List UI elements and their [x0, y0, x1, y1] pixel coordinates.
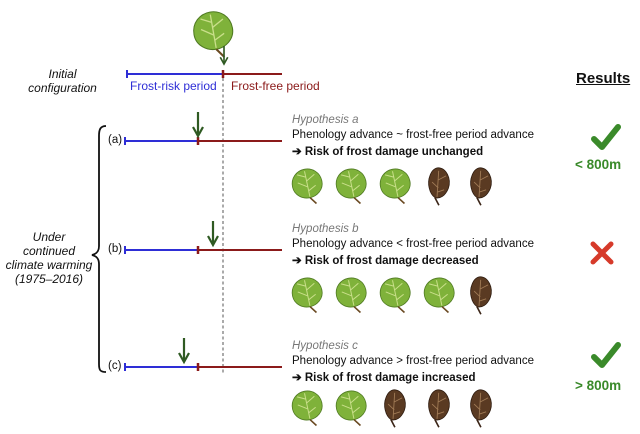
- timeline-b: [124, 246, 282, 254]
- initial-label-line2: configuration: [28, 81, 97, 95]
- initial-timeline: [126, 70, 282, 78]
- initial-label: Initial configuration: [10, 67, 115, 95]
- healthy-leaf-icon: [288, 274, 328, 318]
- hypothesis-b-risk: ➔ Risk of frost damage decreased: [292, 253, 479, 267]
- result-a-label: < 800m: [575, 157, 622, 172]
- timeline-c: [124, 363, 282, 371]
- arrow-a-icon: [191, 110, 205, 138]
- arrow-right-icon: ➔: [292, 146, 305, 158]
- healthy-leaf-icon: [420, 274, 460, 318]
- hypothesis-b-risk-text: Risk of frost damage decreased: [304, 255, 479, 267]
- top-leaf-icon: [189, 7, 239, 63]
- warming-label-line4: (1975–2016): [14, 272, 84, 286]
- damaged-leaf-icon: [424, 165, 453, 208]
- row-label-b: (b): [108, 243, 123, 255]
- check-icon: [591, 342, 621, 368]
- hypothesis-c-risk: ➔ Risk of frost damage increased: [292, 370, 476, 384]
- healthy-leaf-icon: [332, 165, 372, 209]
- warming-label-line1: Under: [32, 230, 66, 244]
- hypothesis-b-title: Hypothesis b: [292, 223, 359, 235]
- arrow-right-icon: ➔: [292, 372, 305, 384]
- damaged-leaf-icon: [424, 387, 453, 430]
- leaves-row-c: [288, 387, 495, 431]
- healthy-leaf-icon: [332, 274, 372, 318]
- frost-free-label: Frost-free period: [231, 79, 320, 93]
- initial-label-line1: Initial: [48, 67, 77, 81]
- hypothesis-b-statement: Phenology advance < frost-free period ad…: [292, 238, 534, 250]
- damaged-leaf-icon: [466, 274, 495, 317]
- timeline-a: [124, 137, 282, 145]
- leaves-row-b: [288, 274, 495, 318]
- damaged-leaf-icon: [380, 387, 409, 430]
- warming-label: Under continued climate warming (1975–20…: [4, 230, 94, 286]
- hypothesis-a-statement: Phenology advance ~ frost-free period ad…: [292, 129, 534, 141]
- result-c-label: > 800m: [575, 378, 622, 393]
- healthy-leaf-icon: [376, 274, 416, 318]
- arrow-c-icon: [177, 336, 191, 364]
- leaves-row-a: [288, 165, 495, 209]
- arrow-right-icon: ➔: [292, 255, 305, 267]
- row-label-a: (a): [108, 134, 123, 146]
- healthy-leaf-icon: [288, 387, 328, 431]
- warming-label-line2: continued: [22, 244, 76, 258]
- row-label-c: (c): [108, 360, 122, 372]
- arrow-b-icon: [206, 219, 220, 247]
- hypothesis-c-title: Hypothesis c: [292, 340, 358, 352]
- frost-risk-label: Frost-risk period: [130, 79, 217, 93]
- damaged-leaf-icon: [466, 387, 495, 430]
- check-icon: [591, 124, 621, 150]
- warming-label-line3: climate warming: [5, 258, 93, 272]
- healthy-leaf-icon: [332, 387, 372, 431]
- results-header: Results: [576, 70, 631, 87]
- damaged-leaf-icon: [466, 165, 495, 208]
- healthy-leaf-icon: [288, 165, 328, 209]
- cross-icon: [590, 241, 614, 265]
- hypothesis-a-risk-text: Risk of frost damage unchanged: [304, 146, 484, 158]
- healthy-leaf-icon: [376, 165, 416, 209]
- hypothesis-a-risk: ➔ Risk of frost damage unchanged: [292, 144, 483, 158]
- hypothesis-c-risk-text: Risk of frost damage increased: [304, 372, 476, 384]
- hypothesis-c-statement: Phenology advance > frost-free period ad…: [292, 355, 534, 367]
- curly-bracket: [91, 125, 107, 373]
- hypothesis-a-title: Hypothesis a: [292, 114, 359, 126]
